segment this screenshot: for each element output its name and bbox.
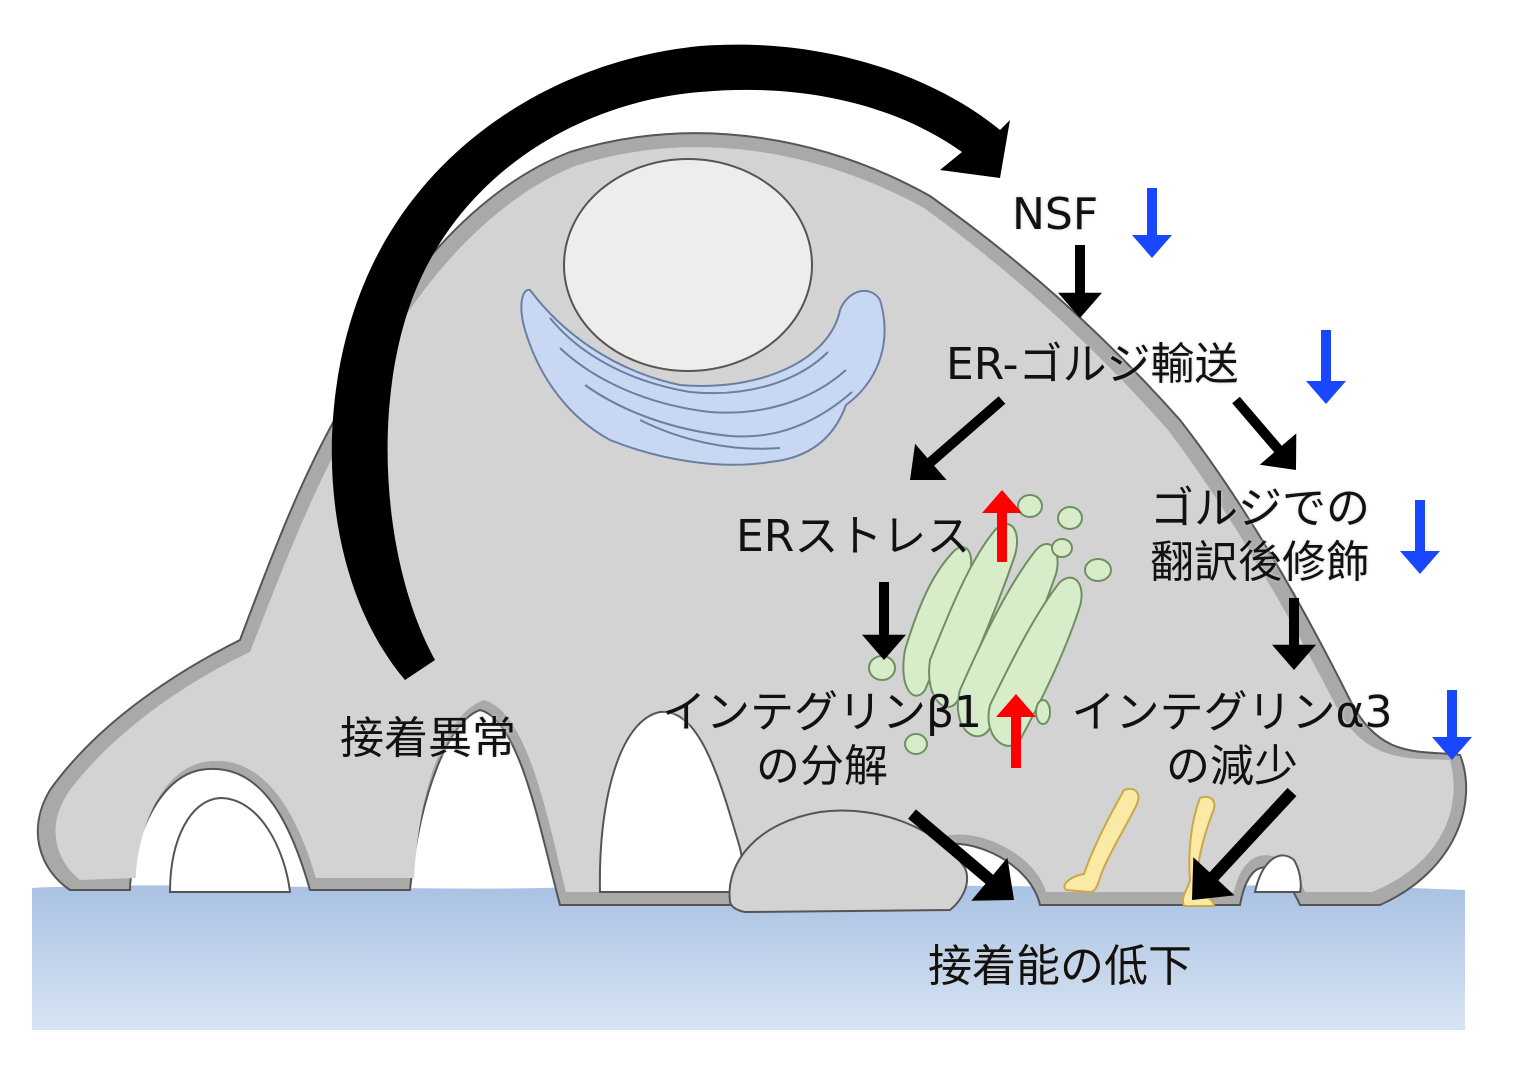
nucleus [563,158,813,372]
level-up-arrow-integrin-b1 [996,694,1036,768]
golgi-cisterna-2 [928,523,1019,708]
arrow-er-stress-to-integrin-b1 [862,582,906,660]
label-er-golgi-transport: ER-ゴルジ輸送 [946,339,1239,390]
label-adhesion-decrease: 接着能の低下 [928,941,1192,992]
golgi-vesicle [868,655,896,681]
integrin-molecule-right [1181,796,1216,907]
golgi-apparatus [868,494,1112,755]
cell-body [55,147,1454,892]
golgi-vesicle [1057,506,1083,530]
level-down-arrow-nsf [1132,188,1172,258]
cell-gap-left [168,796,292,893]
label-adhesion-abnormality: 接着異常 [340,713,516,764]
er-lumen-4 [639,419,781,450]
arrow-integrin-b1-to-adhesion [908,809,1014,901]
label-golgi-ptm: ゴルジでの 翻訳後修飾 [1140,482,1380,590]
label-golgi-ptm-line1: ゴルジでの [1150,483,1370,534]
feedback-arc-arrow [331,44,1011,681]
substrate [32,884,1465,1030]
endoplasmic-reticulum [520,288,886,466]
golgi-vesicle [1017,494,1043,518]
golgi-vesicle [1035,699,1051,725]
cell-gap-right [1253,854,1302,893]
level-down-arrow-transport [1306,330,1346,404]
label-integrin-b1-line2: の分解 [756,741,888,792]
level-down-arrow-golgi-ptm [1400,500,1440,574]
label-integrin-b1-degradation: インテグリンβ1 の分解 [654,686,990,794]
golgi-vesicle [904,733,928,755]
golgi-vesicle [1051,538,1073,558]
level-up-arrow-er-stress [982,490,1022,562]
label-integrin-a3-decrease: インテグリンα3 の減少 [1062,686,1402,794]
arrow-transport-to-er-stress [910,396,1006,480]
er-outer [520,288,886,466]
arrow-golgi-ptm-to-integrin-a3 [1272,598,1316,670]
label-integrin-a3-line1: インテグリンα3 [1071,687,1393,738]
label-golgi-ptm-line2: 翻訳後修飾 [1150,537,1370,588]
er-lumen-2 [559,347,847,414]
er-lumen-3 [584,384,853,438]
arrow-nsf-to-transport [1058,245,1102,318]
golgi-vesicle [1084,558,1112,582]
label-nsf: NSF [1012,189,1099,240]
flow-arrows [862,245,1316,901]
label-integrin-b1-line1: インテグリンβ1 [661,687,983,738]
arrow-integrin-a3-to-adhesion [1192,787,1297,900]
label-er-stress: ERストレス [736,511,971,562]
integrin-molecule-left [1063,788,1140,894]
arrow-transport-to-golgi-ptm [1232,396,1297,470]
er-lumen-1 [549,317,829,395]
level-arrows [982,188,1472,768]
golgi-cisterna-3 [957,543,1059,738]
level-down-arrow-integrin-a3 [1432,690,1472,760]
label-integrin-a3-line2: の減少 [1166,741,1298,792]
